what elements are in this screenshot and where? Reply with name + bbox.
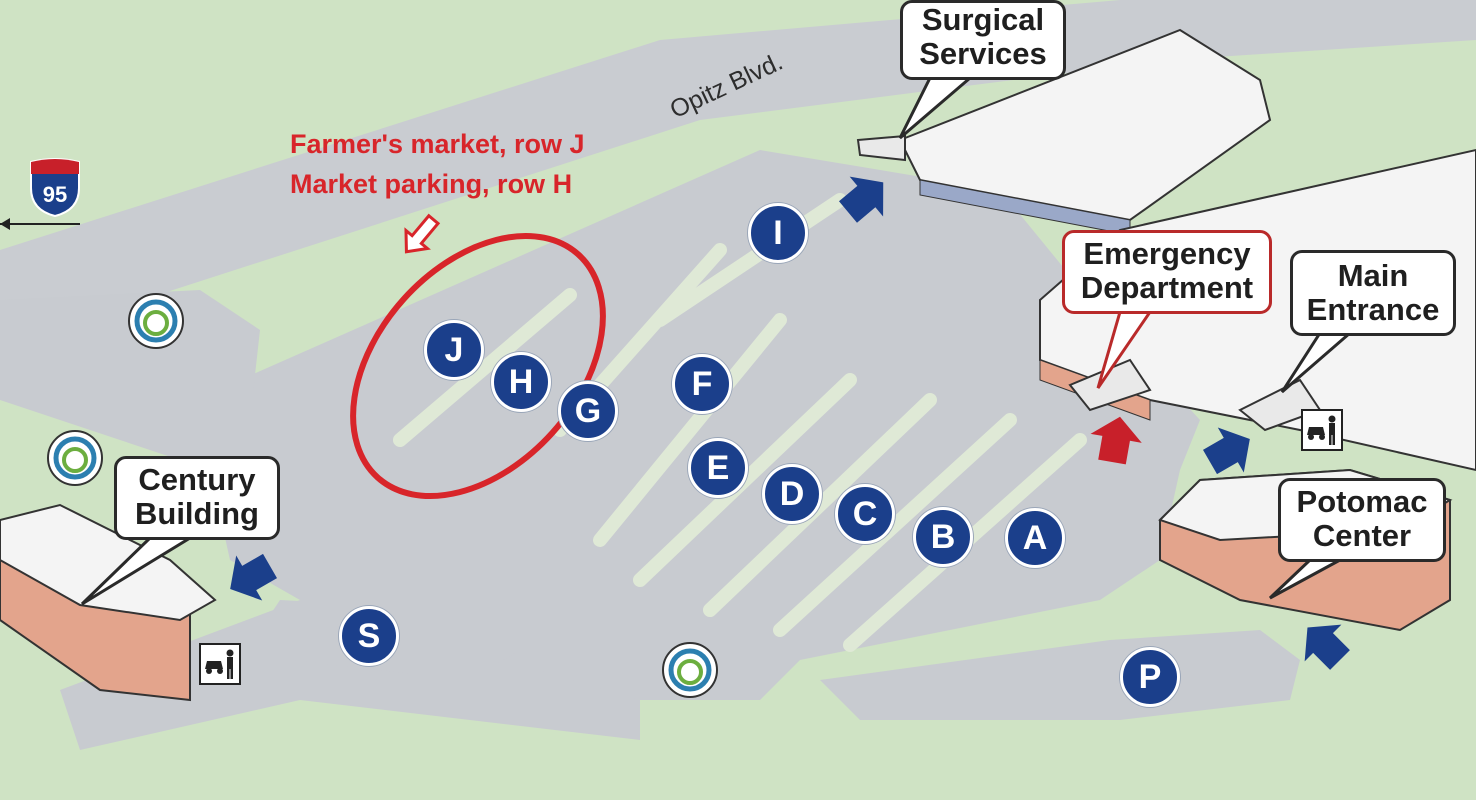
west-road <box>0 290 260 470</box>
row-marker-p[interactable]: P <box>1120 647 1180 707</box>
hospital-logo-icon <box>662 642 718 698</box>
row-marker-h[interactable]: H <box>491 352 551 412</box>
row-marker-e[interactable]: E <box>688 438 748 498</box>
callout-main-entrance: Main Entrance <box>1290 250 1456 336</box>
direction-arrows <box>230 176 1350 670</box>
callout-line: Services <box>919 36 1047 71</box>
arrow-icon <box>1304 624 1350 670</box>
hospital-logo-icon <box>47 430 103 486</box>
callout-line: Surgical <box>921 2 1045 37</box>
row-marker-i[interactable]: I <box>748 203 808 263</box>
callout-surgical-services: Surgical Services <box>900 0 1066 80</box>
row-marker-d[interactable]: D <box>762 464 822 524</box>
callout-line: Potomac <box>1296 484 1428 519</box>
arrow-icon <box>839 176 884 223</box>
row-marker-b[interactable]: B <box>913 507 973 567</box>
annotation-line-2: Market parking, row H <box>290 169 573 199</box>
emergency-arrow-icon <box>1090 416 1142 465</box>
callout-pointers <box>80 76 1355 606</box>
row-marker-f[interactable]: F <box>672 354 732 414</box>
callout-emergency-department: Emergency Department <box>1062 230 1272 314</box>
annotation-arrow-icon <box>404 213 441 254</box>
row-marker-c[interactable]: C <box>835 484 895 544</box>
callout-century-building: Century Building <box>114 456 280 540</box>
callout-line: Department <box>1080 270 1254 305</box>
callout-line: Century <box>138 462 256 497</box>
hospital-logo-icon <box>128 293 184 349</box>
row-marker-j[interactable]: J <box>424 320 484 380</box>
south-road <box>60 600 640 750</box>
century-building-roof <box>0 503 217 622</box>
row-marker-s[interactable]: S <box>339 606 399 666</box>
interstate-shield-icon: 95 <box>28 158 82 218</box>
row-marker-a[interactable]: A <box>1005 508 1065 568</box>
callout-potomac-center: Potomac Center <box>1278 478 1446 562</box>
interstate-number: 95 <box>42 182 68 207</box>
lot-p-pavement <box>820 630 1300 720</box>
opitz-blvd-road <box>0 0 1476 350</box>
arrow-icon <box>230 553 277 601</box>
callout-line: Center <box>1312 518 1412 553</box>
callout-line: Building <box>135 496 259 531</box>
car-dropoff-icon <box>1301 409 1343 451</box>
arrow-icon <box>1203 427 1250 475</box>
surgical-canopy <box>856 134 906 162</box>
car-dropoff-icon <box>199 643 241 685</box>
highlight-oval <box>350 232 606 500</box>
callout-line: Main <box>1337 258 1409 293</box>
west-arrowhead-icon <box>0 218 10 230</box>
callout-line: Emergency <box>1083 236 1251 271</box>
annotation-line-1: Farmer's market, row J <box>290 129 585 159</box>
row-marker-g[interactable]: G <box>558 381 618 441</box>
callout-line: Entrance <box>1306 292 1440 327</box>
